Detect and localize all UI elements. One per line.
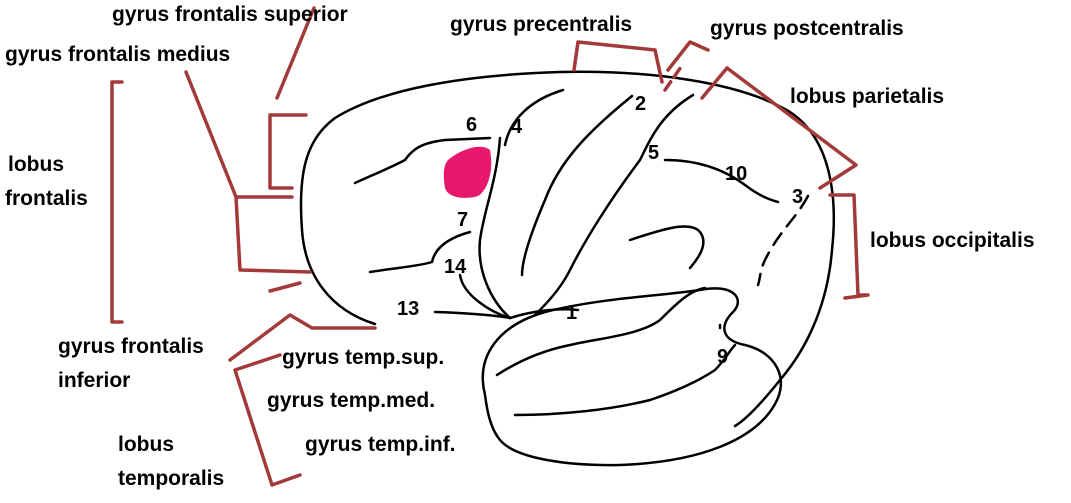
label-gyrus-temp-inf: gyrus temp.inf. [305,433,456,456]
bracket-postcentralis-2 [663,62,685,92]
sulcus-centralis-long [520,94,634,277]
sulcus-centralis [503,88,565,147]
ramus-14 [458,273,512,320]
bracket-lobus-temporalis [233,353,302,487]
number-5: 5 [648,142,660,164]
number-6: 6 [466,114,478,136]
number-4: 4 [511,116,523,138]
label-lobus-temporalis-line2: temporalis [118,467,225,490]
label-lobus-frontalis-line2: frontalis [5,187,88,210]
bracket-lobus-occipitalis [828,193,870,300]
sulcus-temporalis-sup [495,286,707,377]
sulcus-occipitalis [756,194,810,287]
label-gyrus-postcentralis: gyrus postcentralis [710,17,904,40]
bracket-postcentralis [666,40,710,72]
bracket-frontalis-superior [275,6,316,100]
bracket-lobus-frontalis [110,80,124,324]
label-gyrus-frontalis-inferior-line2: inferior [58,369,131,392]
label-gyrus-frontalis-superior: gyrus frontalis superior [112,3,348,26]
label-gyrus-precentralis: gyrus precentralis [450,13,633,36]
bracket-frontalis-medius-2 [234,195,312,274]
label-lobus-parietalis: lobus parietalis [790,85,945,108]
bracket-frontalis-inferior-2 [268,281,302,293]
label-lobus-temporalis-line1: lobus [118,433,174,456]
sulcus-frontalis-inferior [368,230,472,274]
sulcus-lateralis [508,308,580,320]
number-9: 9 [717,346,729,368]
highlight-spot [443,146,492,198]
sulcus-temporalis-superior [628,225,705,270]
bracket-lobus-parietalis [700,66,858,190]
number-14: 14 [444,256,467,278]
number-10: 10 [725,163,748,185]
sulcus-temporalis-med [513,343,737,417]
bracket-frontalis-medius [184,70,294,199]
label-gyrus-frontalis-inferior-line1: gyrus frontalis [58,335,204,358]
number-13: 13 [397,298,420,320]
label-gyrus-frontalis-medius: gyrus frontalis medius [5,43,231,66]
label-lobus-occipitalis: lobus occipitalis [870,229,1035,252]
sulcus-frontalis-superior [353,136,492,185]
label-gyrus-temp-med: gyrus temp.med. [267,389,436,412]
label-gyrus-temp-sup: gyrus temp.sup. [282,346,445,369]
number-3: 3 [792,186,804,208]
sulcus-precentralis [478,136,512,320]
number-2: 2 [635,93,647,115]
hemisphere-outline [299,70,835,428]
bracket-frontalis-inferior [228,313,377,362]
number-1: 1 [566,302,578,324]
sulcus-postcentralis [533,93,695,317]
sulcus-intraparietalis [663,158,780,204]
label-lobus-frontalis-line1: lobus [8,153,64,176]
number-7: 7 [457,209,469,231]
bracket-precentralis [572,40,664,84]
bracket-frontalis-superior-box [268,113,308,190]
temporal-lobe-outline [481,287,783,467]
